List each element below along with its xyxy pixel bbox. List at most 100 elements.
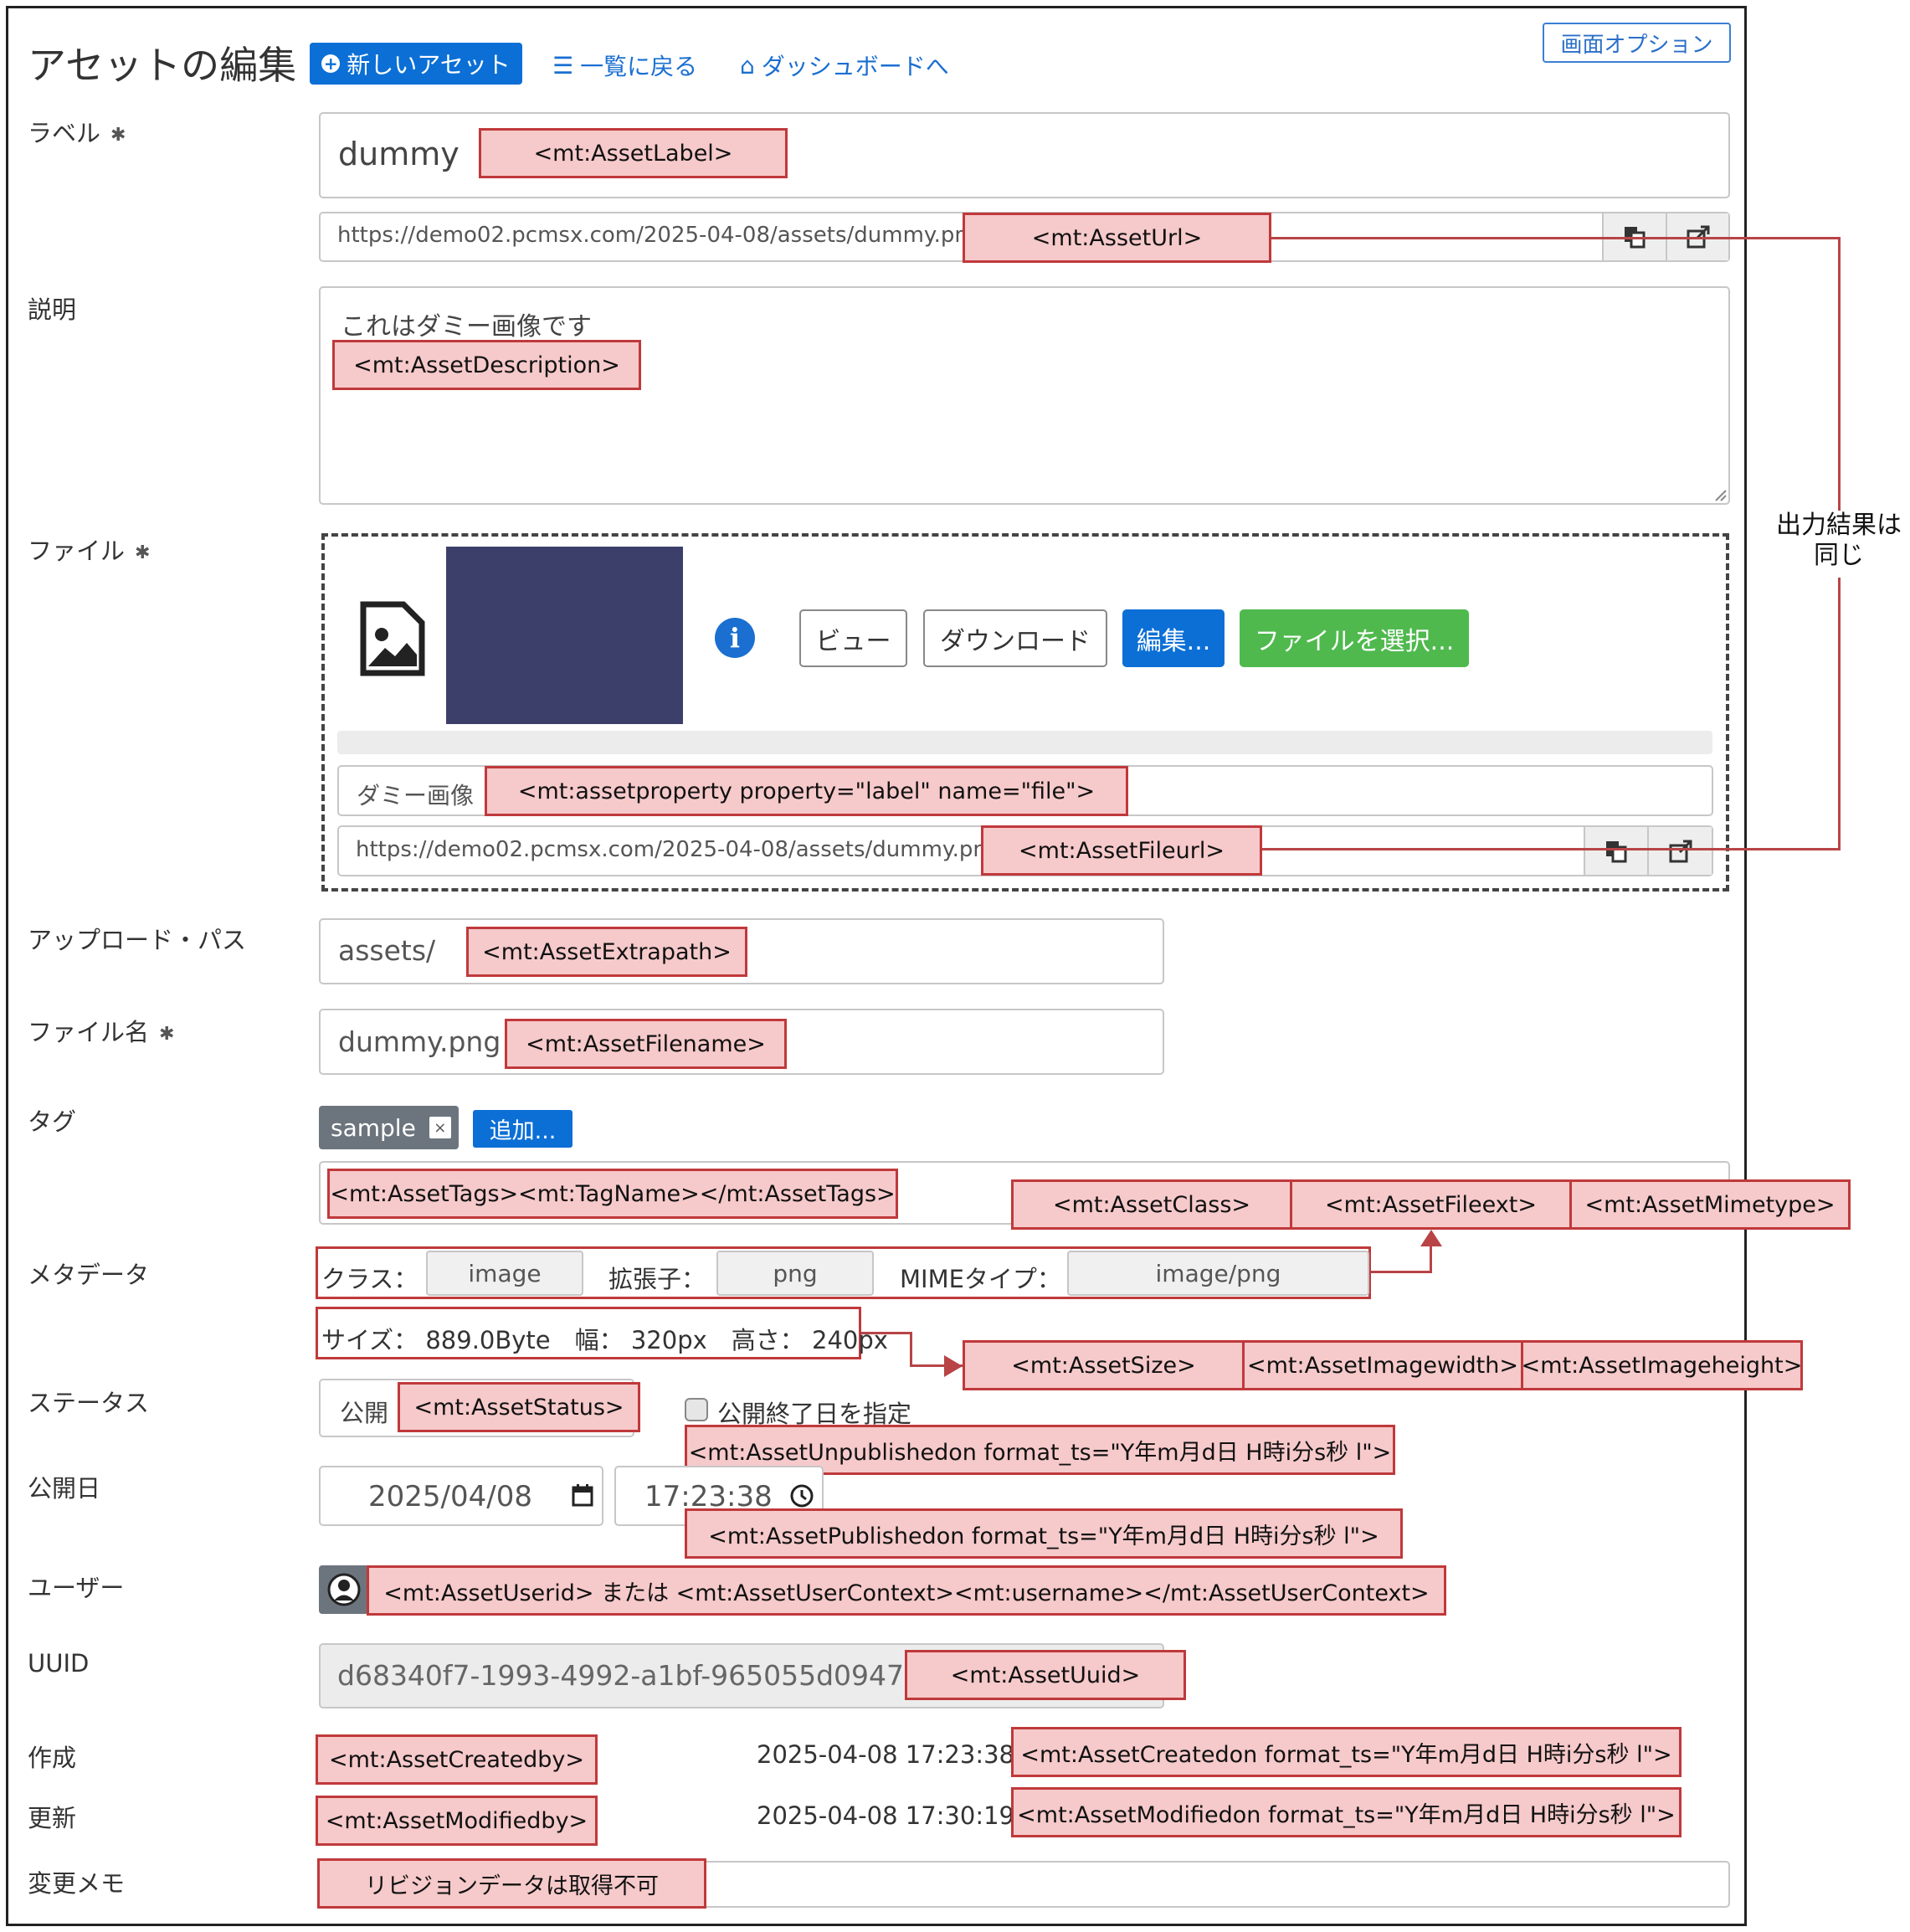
annotation-asset-url: <mt:AssetUrl>: [963, 213, 1271, 263]
annotation-asset-property: <mt:assetproperty property="label" name=…: [485, 766, 1128, 816]
publish-date-input[interactable]: [319, 1466, 603, 1526]
annotation-asset-modifiedby: <mt:AssetModifiedby>: [316, 1796, 598, 1846]
uuid-value: d68340f7-1993-4992-a1bf-965055d0947b: [337, 1659, 922, 1692]
change-memo-label: 変更メモ: [28, 1869, 126, 1898]
copy-file-url-button[interactable]: [1584, 827, 1647, 875]
annotation-asset-fileext: <mt:AssetFileext>: [1290, 1179, 1572, 1230]
publish-time-value: 17:23:38: [644, 1480, 773, 1513]
upload-path-value: assets/: [338, 934, 436, 967]
annotation-asset-user: <mt:AssetUserid> または <mt:AssetUserContex…: [367, 1565, 1446, 1616]
class-label: クラス：: [321, 1265, 418, 1293]
connector-line: [1271, 237, 1840, 239]
new-asset-label: 新しいアセット: [347, 51, 511, 79]
image-file-icon: [360, 601, 425, 676]
annotation-asset-label: <mt:AssetLabel>: [479, 128, 788, 178]
copy-icon: [1606, 840, 1627, 862]
resize-handle-icon[interactable]: [1714, 489, 1728, 502]
created-value: 2025-04-08 17:23:38: [757, 1740, 1014, 1769]
calendar-icon[interactable]: [572, 1483, 593, 1507]
connector-line: [1430, 1241, 1432, 1273]
unpublish-checkbox-label: 公開終了日を指定: [717, 1400, 912, 1428]
tag-chip[interactable]: sample ×: [319, 1106, 459, 1149]
external-link-icon: [1669, 840, 1692, 862]
view-button[interactable]: ビュー: [799, 609, 907, 667]
annotation-asset-createdon: <mt:AssetCreatedon format_ts="Y年m月d日 H時i…: [1011, 1727, 1682, 1777]
connector-line: [910, 1332, 912, 1367]
open-file-url-button[interactable]: [1647, 827, 1712, 875]
annotation-asset-description: <mt:AssetDescription>: [332, 340, 641, 390]
created-label: 作成: [28, 1744, 77, 1772]
annotation-asset-extrapath: <mt:AssetExtrapath>: [466, 927, 747, 977]
annotation-asset-uuid: <mt:AssetUuid>: [905, 1650, 1186, 1700]
description-label: 説明: [28, 295, 77, 324]
unpublish-checkbox[interactable]: [685, 1398, 708, 1421]
dashboard-label: ダッシュボードへ: [761, 53, 949, 80]
page-title: アセットの編集: [28, 43, 297, 88]
select-file-button[interactable]: ファイルを選択...: [1240, 609, 1469, 667]
annotation-asset-tags: <mt:AssetTags><mt:TagName></mt:AssetTags…: [327, 1169, 898, 1219]
size-row-highlight: [316, 1307, 861, 1359]
annotation-asset-modifiedon: <mt:AssetModifiedon format_ts="Y年m月d日 H時…: [1011, 1787, 1682, 1837]
filename-value: dummy.png: [338, 1025, 501, 1058]
screen-options-button[interactable]: 画面オプション: [1543, 23, 1731, 63]
new-asset-button[interactable]: + 新しいアセット: [310, 43, 522, 85]
ext-value: png: [716, 1251, 874, 1296]
ext-label: 拡張子：: [608, 1265, 706, 1293]
mime-value: image/png: [1067, 1251, 1369, 1296]
user-label: ユーザー: [28, 1574, 125, 1602]
filename-label: ファイル名✱: [28, 1018, 175, 1046]
updated-label: 更新: [28, 1804, 77, 1832]
list-icon: ☰: [552, 51, 574, 80]
label-input-value: dummy: [338, 136, 460, 172]
annotation-asset-createdby: <mt:AssetCreatedby>: [316, 1734, 598, 1785]
required-mark: ✱: [110, 124, 126, 146]
required-mark: ✱: [159, 1023, 175, 1045]
required-mark: ✱: [135, 542, 151, 563]
annotation-asset-status: <mt:AssetStatus>: [398, 1382, 640, 1432]
connector-line: [910, 1364, 964, 1367]
label-field-label: ラベル✱: [28, 119, 126, 147]
metadata-row-highlight: [316, 1246, 1371, 1299]
clock-icon[interactable]: [789, 1483, 814, 1508]
close-icon[interactable]: ×: [429, 1117, 451, 1138]
user-avatar[interactable]: [319, 1565, 369, 1614]
annotation-revision-note: リビジョンデータは取得不可: [317, 1858, 706, 1909]
dashboard-link[interactable]: ⌂ ダッシュボードへ: [740, 49, 949, 82]
add-tag-button[interactable]: 追加...: [473, 1110, 572, 1148]
upload-path-label: アップロード・パス: [28, 926, 247, 954]
file-thumbnail[interactable]: [446, 547, 683, 724]
user-avatar-icon: [327, 1573, 361, 1606]
annotation-asset-size: <mt:AssetSize>: [963, 1340, 1245, 1390]
connector-line: [1262, 848, 1840, 850]
annotation-asset-fileurl: <mt:AssetFileurl>: [981, 825, 1262, 876]
back-to-list-label: 一覧に戻る: [580, 53, 698, 80]
annotation-asset-filename: <mt:AssetFilename>: [505, 1019, 787, 1069]
home-icon: ⌂: [740, 51, 755, 80]
asset-url-value: https://demo02.pcmsx.com/2025-04-08/asse…: [337, 223, 983, 248]
status-label: ステータス: [28, 1389, 150, 1417]
annotation-asset-publishedon: <mt:AssetPublishedon format_ts="Y年m月d日 H…: [685, 1508, 1403, 1559]
annotation-asset-unpublishedon: <mt:AssetUnpublishedon format_ts="Y年m月d日…: [685, 1425, 1395, 1475]
download-button[interactable]: ダウンロード: [923, 609, 1107, 667]
file-field-label: ファイル✱: [28, 537, 151, 565]
uuid-label: UUID: [28, 1649, 90, 1678]
mime-label: MIMEタイプ：: [900, 1265, 1061, 1293]
class-value: image: [426, 1251, 583, 1296]
file-url-value: https://demo02.pcmsx.com/2025-04-08/asse…: [356, 837, 1001, 862]
plus-circle-icon: +: [321, 54, 341, 73]
tag-chip-label: sample: [331, 1113, 416, 1142]
description-textarea[interactable]: [319, 286, 1730, 505]
file-dropzone[interactable]: [321, 533, 1729, 891]
publish-date-label: 公開日: [28, 1474, 101, 1503]
upload-progress-bar: [337, 731, 1712, 754]
annotation-same-output: 出力結果は同じ: [1768, 511, 1910, 578]
size-info: サイズ： 889.0Byte 幅： 320px 高さ： 240px: [321, 1326, 888, 1354]
tags-label: タグ: [28, 1107, 77, 1136]
arrow-up-icon: [1420, 1230, 1442, 1246]
back-to-list-link[interactable]: ☰ 一覧に戻る: [552, 49, 697, 82]
annotation-asset-imagewidth: <mt:AssetImagewidth>: [1242, 1340, 1523, 1390]
metadata-label: メタデータ: [28, 1261, 150, 1289]
annotation-asset-imageheight: <mt:AssetImageheight>: [1521, 1340, 1803, 1390]
info-icon[interactable]: i: [715, 618, 755, 658]
edit-file-button[interactable]: 編集...: [1122, 609, 1225, 667]
